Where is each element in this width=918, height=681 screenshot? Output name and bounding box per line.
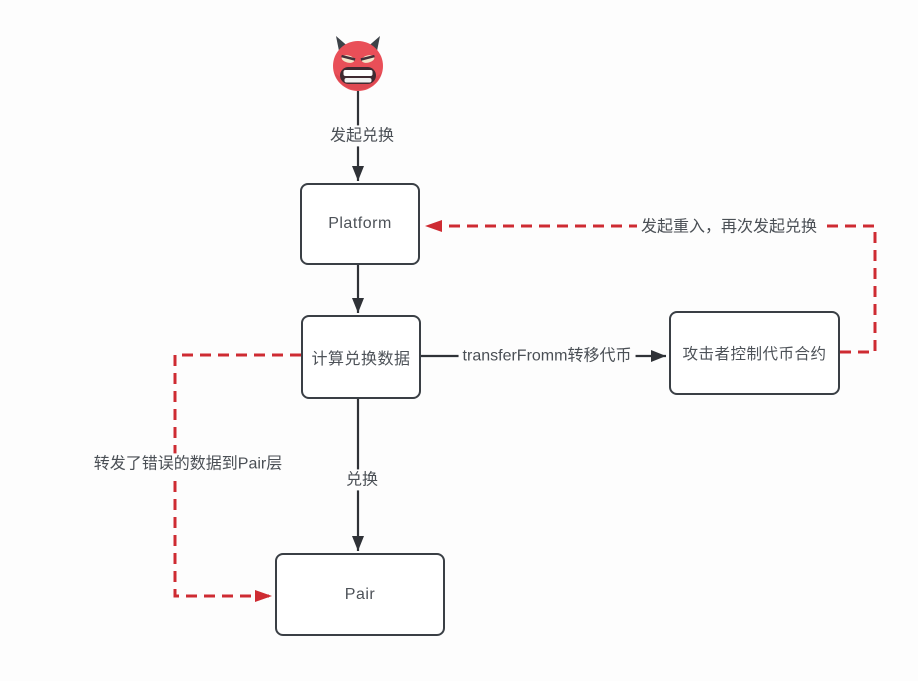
node-calc-swap-data: 计算兑换数据 — [301, 315, 421, 399]
edge-label-swap: 兑换 — [341, 469, 383, 491]
node-platform: Platform — [300, 183, 420, 265]
node-platform-label: Platform — [328, 215, 392, 232]
node-attacker-token-contract: 攻击者控制代币合约 — [669, 311, 840, 395]
node-pair: Pair — [275, 553, 445, 636]
node-attacker-token-contract-label: 攻击者控制代币合约 — [682, 346, 827, 363]
edge-label-transfer: transferFromm转移代币 — [458, 345, 636, 367]
edge-label-initiate-swap: 发起兑换 — [325, 125, 399, 147]
node-calc-swap-data-label: 计算兑换数据 — [311, 351, 411, 368]
edge-forward-wrong-data — [173, 353, 301, 602]
node-pair-label: Pair — [344, 585, 376, 603]
devil-emoji-icon — [333, 36, 383, 91]
edge-label-reentry: 发起重入，再次发起兑换 — [636, 216, 822, 238]
edge-label-forward-wrong-data: 转发了错误的数据到Pair层 — [89, 453, 287, 475]
